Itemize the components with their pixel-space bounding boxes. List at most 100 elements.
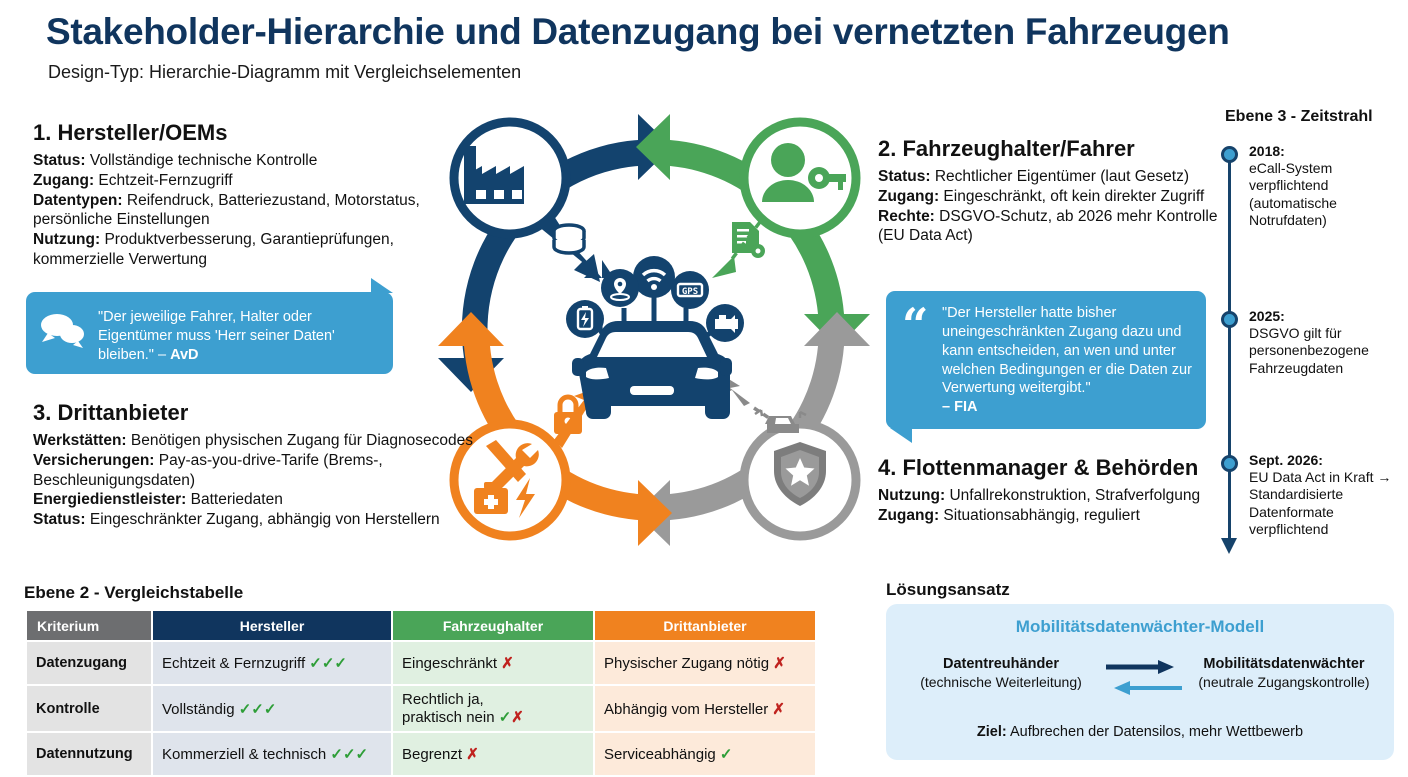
- owner-row0-label: Status:: [878, 168, 931, 185]
- row0-drittanbieter-mark: ✗: [773, 655, 786, 672]
- row2-hersteller-text: Kommerziell & technisch: [162, 746, 331, 763]
- row0-hersteller-text: Echtzeit & Fernzugriff: [162, 655, 310, 672]
- owner-row1-label: Zugang:: [878, 187, 940, 205]
- oem-row2-value: Reifendruck, Batteriezustand, Motorstatu…: [33, 191, 420, 229]
- third-row0-label: Werkstätten:: [33, 432, 127, 449]
- row1-fahrzeughalter: Rechtlich ja, praktisch nein ✓✗: [393, 686, 593, 731]
- third-row3-value: Eingeschränkter Zugang, abhängig von Her…: [85, 511, 440, 529]
- factory-icon: [449, 117, 571, 239]
- oem-row3-value: Produktverbesserung, Garantieprüfungen, …: [33, 231, 394, 269]
- table-header-criterion: Kriterium: [27, 611, 151, 640]
- third-row0-value: Benötigen physischen Zugang für Diagnose…: [126, 432, 474, 449]
- table-header-drittanbieter: Drittanbieter: [595, 611, 815, 640]
- owner-body: Status: Rechtlicher Eigentümer (laut Ges…: [878, 167, 1226, 246]
- table-header-fahrzeughalter: Fahrzeughalter: [393, 611, 593, 640]
- page-title: Stakeholder-Hierarchie und Datenzugang b…: [46, 11, 1230, 52]
- third-row2-value: Batteriedaten: [186, 491, 283, 509]
- oem-row3-label: Nutzung:: [33, 231, 101, 249]
- timeline-axis: [1228, 150, 1231, 540]
- table-row: Datennutzung Kommerziell & technisch ✓✓✓…: [27, 733, 815, 775]
- location-pin-icon: [601, 269, 639, 307]
- table-title: Ebene 2 - Vergleichstabelle: [24, 583, 244, 602]
- document-icon: [732, 222, 765, 258]
- fleet-row0-value: Unfallrekonstruktion, Strafverfolgung: [945, 487, 1201, 504]
- row1-drittanbieter-mark: ✗: [772, 700, 785, 718]
- arrow-right-icon: [1106, 660, 1174, 674]
- fia-quote-source: – FIA: [942, 399, 978, 416]
- solution-arrows: [1104, 656, 1184, 705]
- avd-quote-text: "Der jeweilige Fahrer, Halter oder Eigen…: [98, 309, 335, 363]
- solution-left-col: Datentreuhänder (technische Weiterleitun…: [906, 656, 1096, 691]
- row2-drittanbieter: Serviceabhängig ✓: [595, 733, 815, 775]
- gray-flow-arrow: [725, 378, 807, 433]
- stakeholder-cycle-diagram: GPS: [424, 100, 884, 560]
- oem-row0-value: Vollständige technische Kontrolle: [85, 152, 318, 169]
- row2-drittanbieter-text: Serviceabhängig: [604, 746, 720, 763]
- solution-model-name: Mobilitätsdatenwächter-Modell: [1015, 617, 1265, 636]
- timeline-item-2: Sept. 2026: EU Data Act in Kraft → Stand…: [1249, 452, 1399, 538]
- row1-hersteller-mark: ✓✓✓: [238, 700, 277, 718]
- stakeholder-third-party: 3. Drittanbieter Werkstätten: Benötigen …: [33, 400, 478, 530]
- avd-quote-source: AvD: [170, 346, 199, 363]
- owner-row0-value: Rechtlicher Eigentümer (laut Gesetz): [930, 168, 1189, 185]
- timeline-text-1: DSGVO gilt für personenbezogene Fahrzeug…: [1249, 325, 1369, 376]
- quote-bubble-avd: "Der jeweilige Fahrer, Halter oder Eigen…: [26, 278, 393, 374]
- oem-row2-label: Datentypen:: [33, 191, 123, 209]
- green-flow-arrow: [712, 220, 762, 278]
- solution-goal-label: Ziel:: [976, 724, 1007, 740]
- row0-criterion: Datenzugang: [27, 642, 151, 684]
- solution-goal-text: Aufbrechen der Datensilos, mehr Wettbewe…: [1006, 724, 1304, 740]
- timeline-dot-1: [1221, 311, 1238, 328]
- data-flow-navy-arrow: [538, 213, 614, 282]
- timeline-year-1: 2025:: [1249, 308, 1285, 324]
- timeline-year-0: 2018:: [1249, 143, 1285, 159]
- row1-hersteller: Vollständig ✓✓✓: [153, 686, 391, 731]
- stakeholder-fleet: 4. Flottenmanager & Behörden Nutzung: Un…: [878, 455, 1226, 526]
- solution-title: Lösungsansatz: [886, 580, 1010, 599]
- third-body: Werkstätten: Benötigen physischen Zugang…: [33, 431, 478, 530]
- row0-drittanbieter: Physischer Zugang nötig ✗: [595, 642, 815, 684]
- third-row1-label: Versicherungen:: [33, 451, 155, 469]
- row2-fahrzeughalter-text: Begrenzt: [402, 746, 467, 763]
- owner-heading: 2. Fahrzeughalter/Fahrer: [878, 136, 1135, 161]
- owner-row2-label: Rechte:: [878, 207, 935, 225]
- third-heading: 3. Drittanbieter: [33, 400, 189, 425]
- timeline-dot-2: [1221, 455, 1238, 472]
- row0-drittanbieter-text: Physischer Zugang nötig: [604, 655, 774, 672]
- table-row: Kontrolle Vollständig ✓✓✓ Rechtlich ja, …: [27, 686, 815, 731]
- owner-row2-value: DSGVO-Schutz, ab 2026 mehr Kontrolle (EU…: [878, 207, 1218, 245]
- gps-label: GPS: [682, 287, 698, 297]
- row0-fahrzeughalter-text: Eingeschränkt: [402, 655, 502, 672]
- timeline-dot-0: [1221, 146, 1238, 163]
- connected-car-hub: GPS: [566, 256, 744, 419]
- row0-hersteller-mark: ✓✓✓: [309, 655, 348, 672]
- row0-fahrzeughalter: Eingeschränkt ✗: [393, 642, 593, 684]
- engine-icon: [706, 304, 744, 342]
- oem-body: Status: Vollständige technische Kontroll…: [33, 151, 433, 270]
- tools-icon: [449, 419, 571, 541]
- third-row2-label: Energiedienstleister:: [33, 491, 187, 509]
- quote-bubble-fia: “ "Der Hersteller hatte bisher uneingesc…: [886, 291, 1206, 443]
- fleet-body: Nutzung: Unfallrekonstruktion, Strafverf…: [878, 486, 1226, 526]
- fleet-row1-value: Situationsabhängig, reguliert: [939, 506, 1140, 524]
- row1-criterion: Kontrolle: [27, 686, 151, 731]
- row1-drittanbieter: Abhängig vom Hersteller ✗: [595, 686, 815, 731]
- oem-row1-label: Zugang:: [33, 171, 95, 189]
- timeline-item-1: 2025: DSGVO gilt für personenbezogene Fa…: [1249, 308, 1399, 377]
- timeline-title: Ebene 3 - Zeitstrahl: [1225, 108, 1373, 125]
- timeline-arrowhead-icon: [1221, 538, 1237, 554]
- solution-right-col: Mobilitätsdatenwächter (neutrale Zugangs…: [1184, 656, 1384, 691]
- row2-fahrzeughalter: Begrenzt ✗: [393, 733, 593, 775]
- fleet-row1-label: Zugang:: [878, 506, 940, 524]
- owner-row1-value: Eingeschränkt, oft kein direkter Zugriff: [939, 187, 1205, 205]
- row1-hersteller-text: Vollständig: [162, 700, 239, 718]
- comparison-table: Kriterium Hersteller Fahrzeughalter Drit…: [25, 609, 817, 777]
- stakeholder-oem: 1. Hersteller/OEMs Status: Vollständige …: [33, 120, 433, 270]
- row1-fahrzeughalter-text: Rechtlich ja, praktisch nein: [402, 691, 495, 726]
- bubble-tail: [371, 278, 393, 293]
- person-key-icon: [739, 117, 861, 239]
- timeline-year-2: Sept. 2026:: [1249, 452, 1323, 468]
- arrow-left-icon: [1114, 681, 1182, 695]
- stakeholder-owner: 2. Fahrzeughalter/Fahrer Status: Rechtli…: [878, 136, 1226, 246]
- row2-hersteller: Kommerziell & technisch ✓✓✓: [153, 733, 391, 775]
